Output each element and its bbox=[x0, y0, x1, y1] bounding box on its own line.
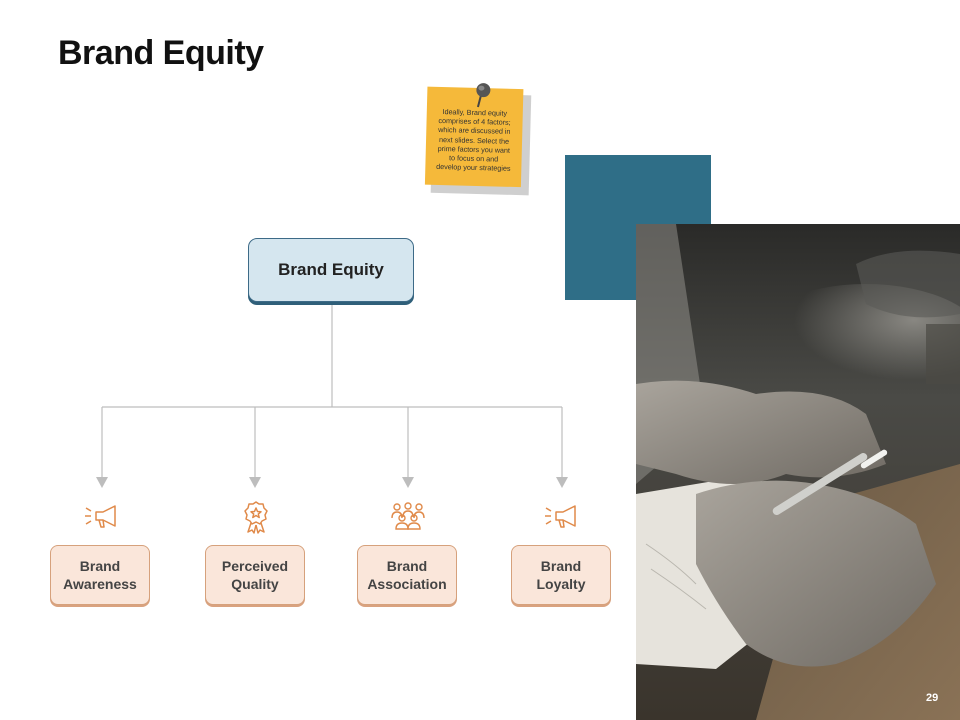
award-badge-icon bbox=[244, 501, 268, 534]
megaphone-icon bbox=[545, 505, 576, 528]
sticky-note: Ideally, Brand equity comprises of 4 fac… bbox=[424, 83, 532, 200]
photo-illustration bbox=[636, 224, 960, 720]
arrowhead bbox=[556, 477, 568, 488]
factor-brand-awareness: Brand Awareness bbox=[50, 545, 150, 605]
slide-title: Brand Equity bbox=[58, 34, 264, 72]
factor-brand-loyalty: Brand Loyalty bbox=[511, 545, 611, 605]
megaphone-icon bbox=[85, 505, 116, 528]
page-number: 29 bbox=[926, 692, 939, 704]
arrowhead bbox=[96, 477, 108, 488]
people-group-icon bbox=[391, 502, 425, 530]
writing-hand-photo bbox=[636, 224, 960, 720]
root-node: Brand Equity bbox=[248, 238, 414, 302]
arrowhead bbox=[249, 477, 261, 488]
arrowhead bbox=[402, 477, 414, 488]
factor-perceived-quality: Perceived Quality bbox=[205, 545, 305, 605]
pushpin-icon bbox=[476, 83, 491, 108]
factor-brand-association: Brand Association bbox=[357, 545, 457, 605]
